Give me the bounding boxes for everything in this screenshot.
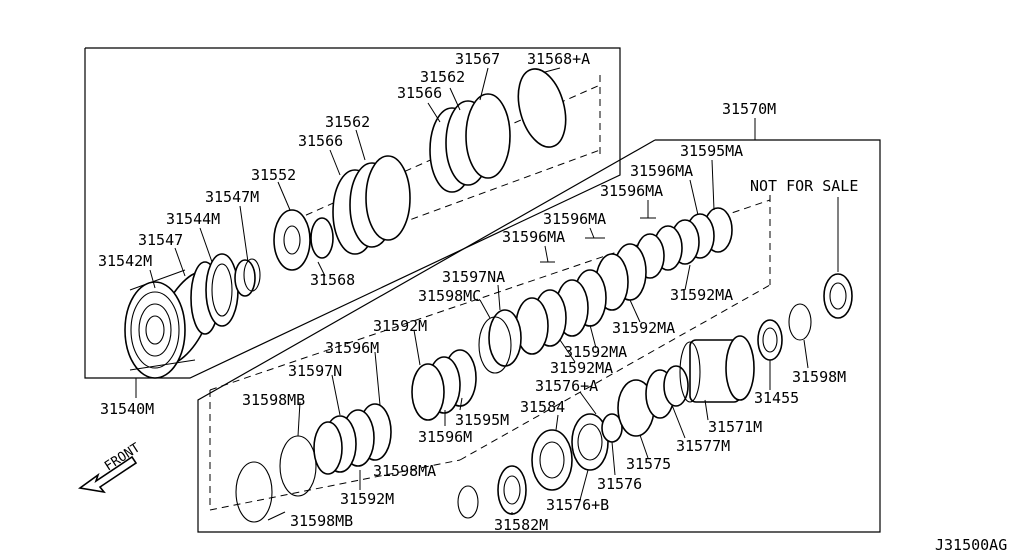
label-31595ma: 31595MA [680, 142, 743, 160]
label-31596ma-4: 31596MA [502, 228, 565, 246]
label-31568a: 31568+A [527, 50, 590, 68]
label-31598m: 31598M [792, 368, 846, 386]
plate-31552 [273, 209, 311, 271]
ring-31576b [571, 413, 609, 471]
label-31598mb-2: 31598MB [290, 512, 353, 530]
diagram-code: J31500AG [935, 536, 1007, 554]
snap-ring-31598mc [478, 316, 512, 374]
label-31566-top: 31566 [397, 84, 442, 102]
lower-assembly-box [197, 139, 881, 533]
upper-assembly-box [84, 47, 621, 379]
label-31598ma: 31598MA [373, 462, 436, 480]
snap-ring-31598mb-lower [235, 461, 273, 523]
upper-labels: 31567 31568+A 31562 31566 31562 31566 31… [98, 50, 590, 418]
label-31566: 31566 [298, 132, 343, 150]
hub-31584 [531, 429, 573, 491]
label-31596m-2: 31596M [418, 428, 472, 446]
snap-ring-31598ma [457, 485, 479, 519]
bearing-31582m [497, 465, 527, 515]
lower-labels: 31570M 31595MA 31596MA 31596MA NOT FOR S… [242, 100, 858, 534]
hub-31597n [313, 421, 343, 475]
label-31542m: 31542M [98, 252, 152, 270]
snap-ring-31568a [517, 68, 567, 148]
label-31540m: 31540M [100, 400, 154, 418]
label-31597na: 31597NA [442, 268, 505, 286]
label-31547: 31547 [138, 231, 183, 249]
label-31582m: 31582M [494, 516, 548, 534]
label-31552: 31552 [251, 166, 296, 184]
label-31592m-1: 31592M [373, 317, 427, 335]
label-31547m: 31547M [205, 188, 259, 206]
label-31596ma-2: 31596MA [600, 182, 663, 200]
label-31596ma-3: 31596MA [543, 210, 606, 228]
label-31567: 31567 [455, 50, 500, 68]
label-31570m: 31570M [722, 100, 776, 118]
label-31596m-1: 31596M [325, 339, 379, 357]
label-31575: 31575 [626, 455, 671, 473]
label-31597n: 31597N [288, 362, 342, 380]
label-31592ma-2: 31592MA [612, 319, 675, 337]
label-31562-top: 31562 [420, 68, 465, 86]
label-31596ma-1: 31596MA [630, 162, 693, 180]
bearing-31455 [757, 319, 783, 361]
label-31595m: 31595M [455, 411, 509, 429]
piston-31544m [190, 253, 239, 335]
spring-31547m [234, 258, 261, 297]
label-31576a: 31576+A [535, 377, 598, 395]
gear-drum-31571m [679, 335, 755, 403]
label-31592m-2: 31592M [340, 490, 394, 508]
upper-leaders [135, 67, 756, 398]
label-31592ma-1: 31592MA [670, 286, 733, 304]
label-31562: 31562 [325, 113, 370, 131]
label-31592ma-4: 31592MA [550, 359, 613, 377]
label-31544m: 31544M [166, 210, 220, 228]
label-31577m: 31577M [676, 437, 730, 455]
plates-stack-left [332, 155, 411, 255]
plates-stack-m [323, 349, 477, 473]
label-not-for-sale: NOT FOR SALE [750, 177, 858, 195]
label-31592ma-3: 31592MA [564, 343, 627, 361]
snap-ring-31598m [788, 303, 812, 341]
label-31576b: 31576+B [546, 496, 609, 514]
plates-stack-ma [488, 207, 733, 367]
not-for-sale-part [823, 273, 853, 319]
label-31571m: 31571M [708, 418, 762, 436]
plates-stack-right [429, 93, 511, 193]
snap-ring-31598mb-upper [279, 435, 317, 497]
snap-ring-31568 [310, 217, 334, 259]
label-31455: 31455 [754, 389, 799, 407]
label-31576: 31576 [597, 475, 642, 493]
front-arrow-icon [77, 455, 138, 494]
label-31598mb-1: 31598MB [242, 391, 305, 409]
label-31584: 31584 [520, 398, 565, 416]
label-31598mc: 31598MC [418, 287, 481, 305]
label-31568: 31568 [310, 271, 355, 289]
lower-leaders [267, 159, 839, 521]
carrier-31575 [617, 365, 689, 437]
